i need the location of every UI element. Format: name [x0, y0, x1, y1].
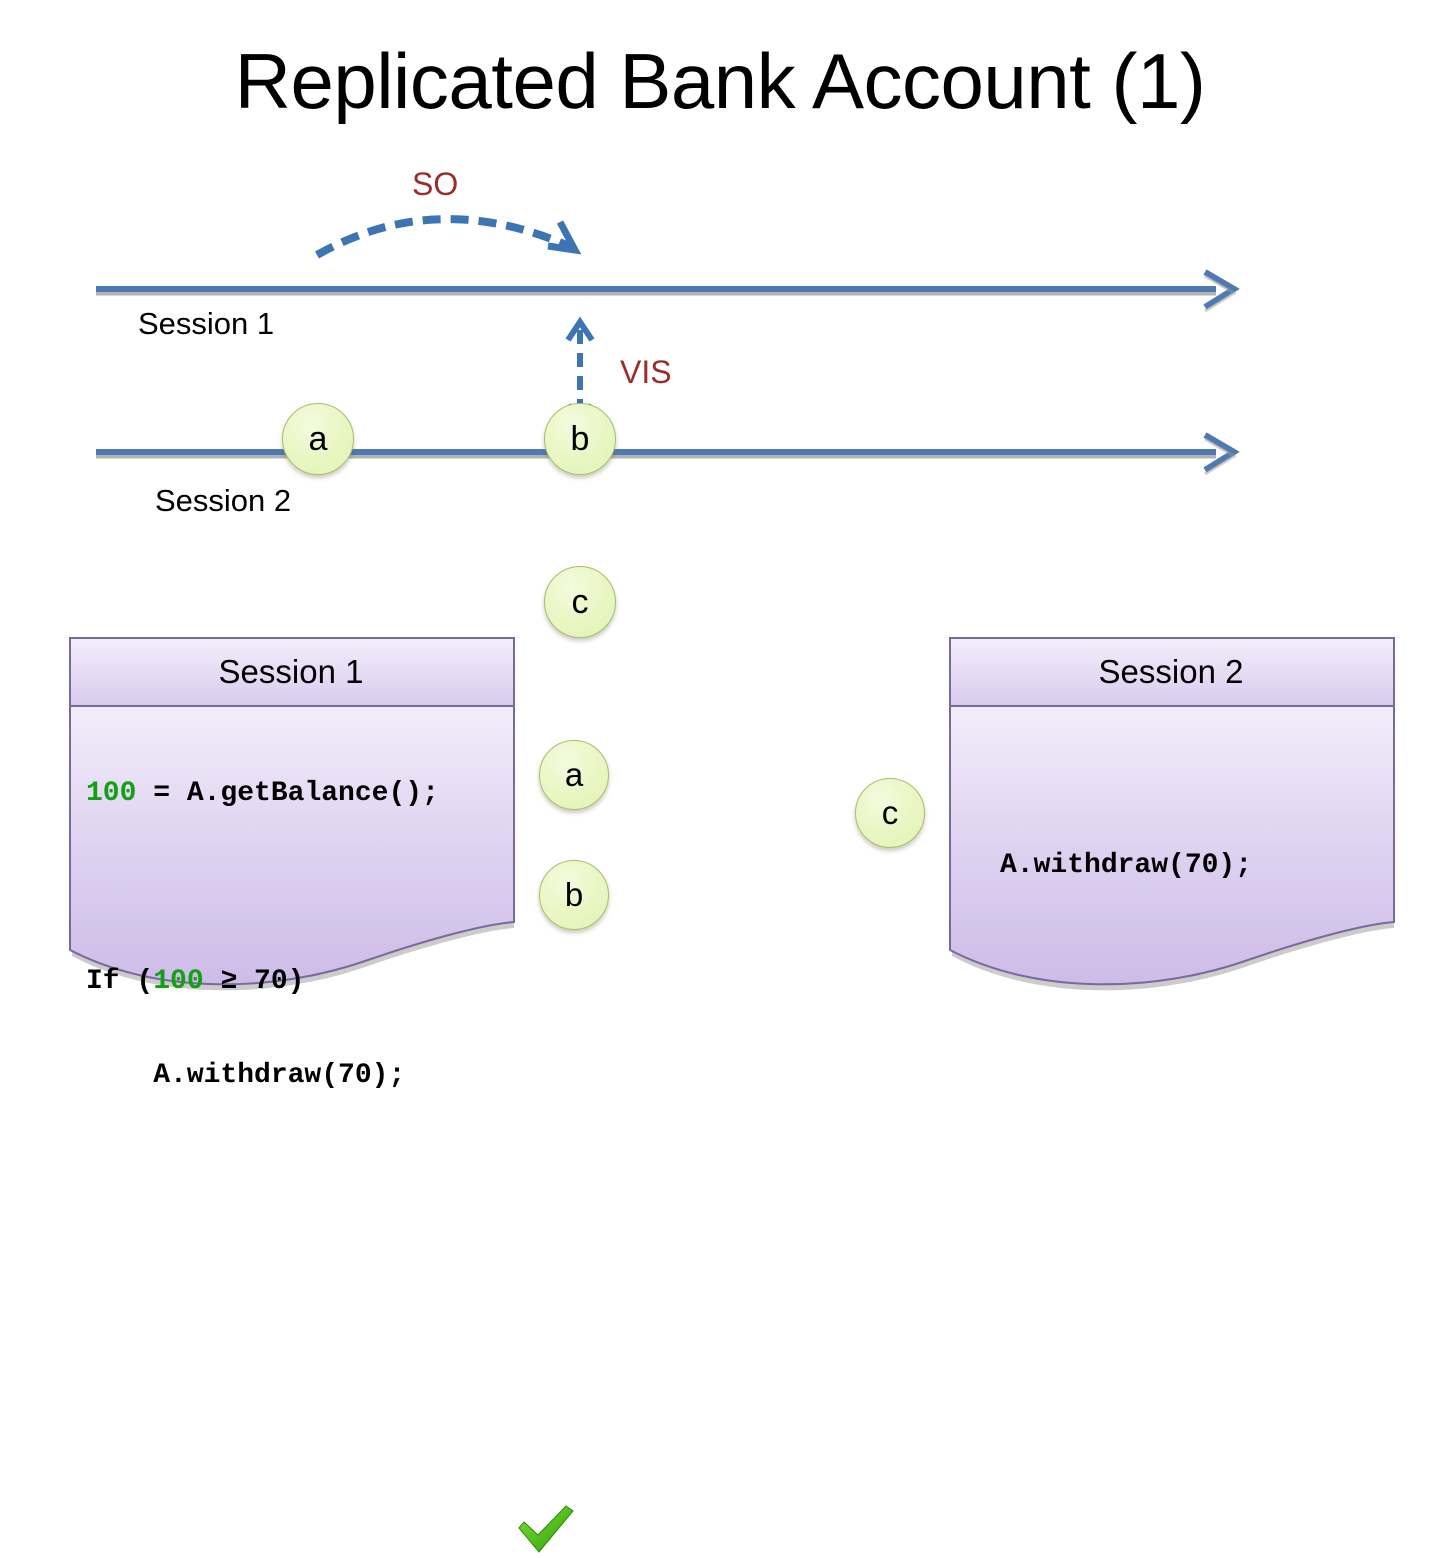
session1-box-shape	[69, 637, 515, 991]
session1-axis-label: Session 1	[138, 306, 275, 341]
checkmark-icon	[518, 1505, 574, 1553]
so-edge-label: SO	[412, 166, 459, 202]
vis-edge-label: VIS	[620, 354, 672, 390]
so-edge-arc	[315, 215, 582, 259]
code-text-withdraw: A.withdraw(70);	[86, 1060, 406, 1091]
session1-node-a[interactable]: a	[539, 740, 609, 810]
timeline-node-b[interactable]: b	[544, 403, 616, 475]
session2-axis	[96, 432, 1240, 476]
session2-axis-label: Session 2	[155, 483, 292, 518]
page-title: Replicated Bank Account (1)	[234, 37, 1206, 125]
session1-code-box: Session 1 100 = A.getBalance(); If (100 …	[68, 636, 574, 1553]
code-line-3: A.withdraw(70);	[86, 1062, 439, 1100]
session1-node-b[interactable]: b	[539, 860, 609, 930]
session2-code-box: Session 2 A.withdraw(70);	[948, 636, 1395, 992]
timeline-node-a[interactable]: a	[282, 403, 354, 475]
timeline-node-c[interactable]: c	[544, 566, 616, 638]
session2-node-c[interactable]: c	[855, 778, 925, 848]
session2-box-shape	[949, 637, 1395, 991]
session1-axis	[96, 269, 1240, 313]
timeline-diagram: SO VIS a b c Session 1 Session 2	[0, 150, 1440, 638]
